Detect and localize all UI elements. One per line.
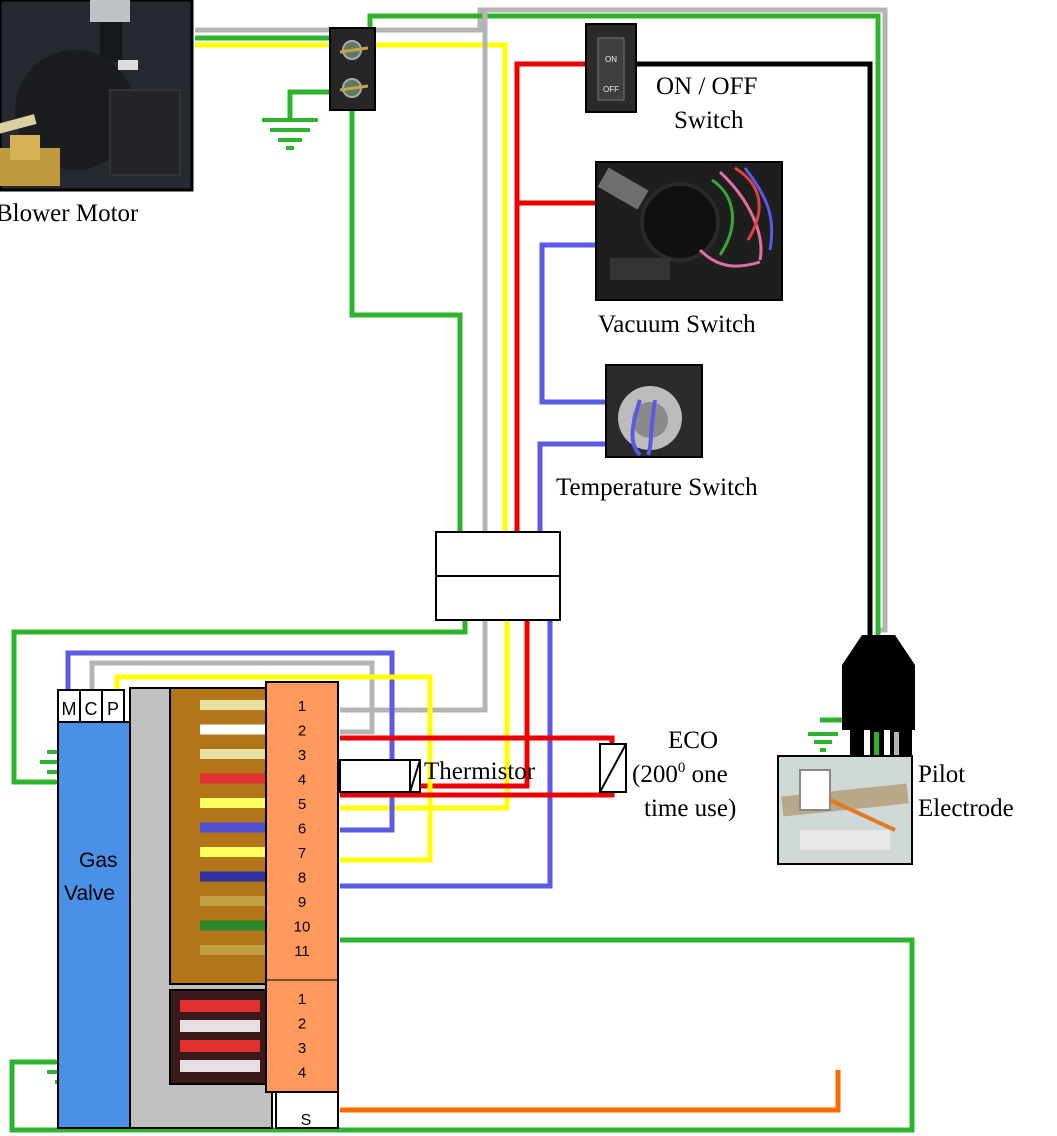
wire-blue-loop [65,650,395,833]
valve-tab-c: C [85,699,98,719]
wire-green-to-earth [287,89,335,118]
terminal-b-number: 2 [298,1016,306,1033]
rocker-on-label: ON [605,55,617,64]
wire-red-eco-top [340,735,615,746]
sensor-terminal [275,1091,339,1129]
wire-green-lower [11,617,468,785]
wire-green-bottom [9,937,915,1133]
ground-terminal-block [329,27,376,111]
terminal-block [265,681,339,1093]
terminal-a-number: 8 [298,870,306,887]
connector-pin [200,822,266,833]
terminal-a-number: 4 [298,772,306,789]
wire-green-top [195,13,881,635]
junction-box [435,531,561,621]
eco-use-label: time use) [644,795,736,822]
temperature-switch-label: Temperature Switch [556,474,758,501]
vacuum-switch-photo [595,161,783,301]
terminal-a-number: 11 [294,943,310,960]
eco-temp-label: (2000 one [632,760,728,788]
connector-photo-sensor [169,989,271,1085]
connector-pin [200,773,266,784]
ground-symbol-pilot [808,732,838,752]
power-plug [842,635,915,772]
terminal-a-number: 9 [298,894,306,911]
on-off-label: ON / OFF [656,73,757,100]
connector-pin [200,798,266,808]
wire-gray-lower [340,617,488,713]
electrode-label: Electrode [918,795,1014,822]
wire-red-switch [514,61,600,540]
connector-pin [200,847,266,857]
pilot-electrode-photo [777,755,913,865]
terminal-b-number: 4 [298,1065,306,1082]
connector-pin [200,920,266,931]
switch-label: Switch [674,107,744,134]
thermistor-loop [339,759,419,793]
terminal-a-number: 1 [298,698,306,715]
ground-symbol [262,118,318,150]
connector-pin [200,945,266,955]
wire-yellow-loop [114,674,433,863]
terminal-a-number: 5 [298,796,306,813]
terminal-block-b-labels: 1 2 3 4 [298,991,306,1082]
on-off-switch-photo: ON OFF [585,23,637,113]
thermistor-label: Thermistor [424,758,536,785]
valve-label: Valve [64,882,115,905]
connector-pin [200,871,266,882]
gas-label: Gas [79,849,118,872]
rocker-off-label: OFF [603,85,619,94]
terminal-block-a-labels: 1 2 3 4 5 6 7 8 9 10 11 [294,698,311,960]
terminal-b-number: 3 [298,1040,306,1057]
valve-tab-p: P [107,699,119,719]
terminal-a-number: 10 [294,919,311,936]
connector-photo-main [169,687,271,985]
sensor-label: S [301,1112,312,1129]
terminal-b-number: 1 [298,991,306,1008]
blower-motor-label: Blower Motor [0,200,139,227]
connector-pin [200,749,266,759]
connector-pin [200,700,266,710]
terminal-a-number: 3 [298,747,306,764]
temperature-switch-photo [605,364,703,458]
pilot-label: Pilot [918,761,965,788]
terminal-a-number: 2 [298,723,306,740]
blower-motor-photo [0,0,194,192]
wire-black-plug [628,61,873,635]
wire-blue-vacuum [539,242,610,405]
wire-orange-pilot [340,1070,841,1113]
terminal-a-number: 6 [298,821,306,838]
eco-label: ECO [668,727,718,754]
connector-pin [200,724,266,735]
valve-tab-m: M [62,699,77,719]
wire-gray-top [195,7,888,633]
connector-pin [200,896,266,906]
wire-gray-loop [89,660,375,735]
terminal-a-number: 7 [298,845,306,862]
wire-blue-lower [340,617,553,889]
wire-blue-temp [537,441,610,540]
wire-green-ground [349,110,463,540]
wire-yellow-top [195,42,508,540]
wire-yellow-lower [340,617,510,811]
vacuum-switch-label: Vacuum Switch [598,311,756,338]
